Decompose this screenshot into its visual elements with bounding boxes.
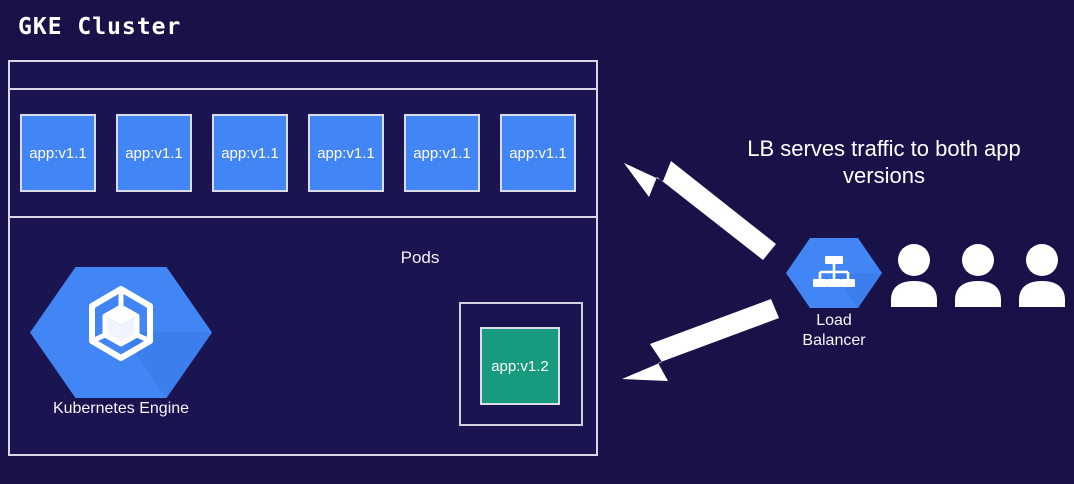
- gke-cluster-box: app:v1.1 app:v1.1 app:v1.1 app:v1.1 app:…: [8, 60, 598, 456]
- pod-app-v1-2[interactable]: app:v1.2: [480, 327, 560, 405]
- lb-annotation-line1: LB serves traffic to both app: [747, 136, 1021, 161]
- pod-app-v1-1[interactable]: app:v1.1: [116, 114, 192, 192]
- load-balancer-hexagon-icon: [786, 237, 882, 309]
- user-icon: [954, 243, 1002, 307]
- load-balancer-label-line1: Load: [816, 312, 852, 329]
- user-icon: [1018, 243, 1066, 307]
- pods-label: Pods: [400, 248, 440, 267]
- pod-app-v1-1[interactable]: app:v1.1: [308, 114, 384, 192]
- lb-annotation-line2: versions: [843, 162, 925, 188]
- page-title: GKE Cluster: [18, 14, 182, 40]
- user-icon: [890, 243, 938, 307]
- pod-app-v1-1[interactable]: app:v1.1: [20, 114, 96, 192]
- load-balancer-label: Load Balancer: [780, 311, 888, 351]
- pod-app-v1-1[interactable]: app:v1.1: [404, 114, 480, 192]
- load-balancer-label-line2: Balancer: [802, 332, 866, 349]
- kubernetes-engine-label: Kubernetes Engine: [52, 400, 190, 417]
- users-group: [890, 243, 1066, 307]
- pod-v1-2-container: app:v1.2: [459, 302, 583, 426]
- pod-app-v1-1[interactable]: app:v1.1: [500, 114, 576, 192]
- pods-row: app:v1.1 app:v1.1 app:v1.1 app:v1.1 app:…: [10, 92, 596, 218]
- cluster-header-strip: [10, 62, 596, 90]
- pod-app-v1-1[interactable]: app:v1.1: [212, 114, 288, 192]
- arrow-lb-to-v12-pod: [622, 299, 779, 381]
- kubernetes-engine-node[interactable]: Kubernetes Engine: [30, 265, 212, 430]
- kubernetes-engine-hexagon-icon: [30, 265, 212, 400]
- lb-annotation-text: LB serves traffic to both app versions: [712, 136, 1056, 190]
- load-balancer-node[interactable]: Load Balancer: [786, 237, 882, 359]
